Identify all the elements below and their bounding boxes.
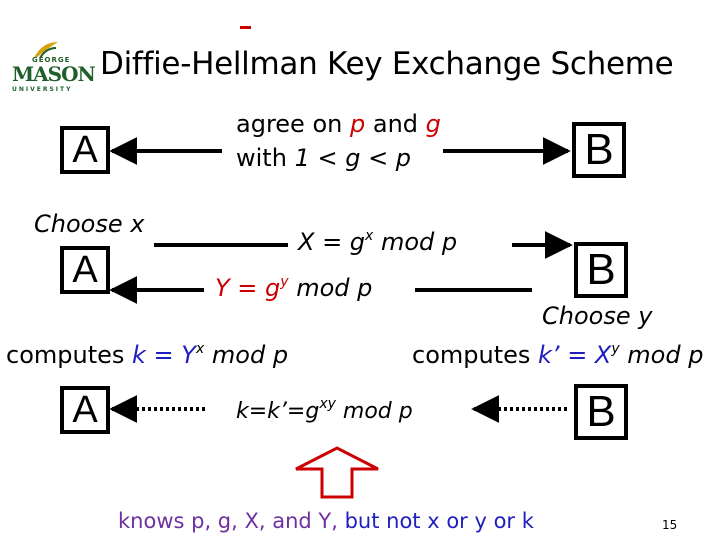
eve-not-knows: but not x or y or k [344, 509, 534, 533]
compute-b-base: k’ = X [538, 341, 612, 369]
party-b-box-2: B [574, 242, 628, 298]
party-a-box-1: A [60, 126, 110, 174]
compute-b-exp: y [611, 341, 620, 357]
g-condition: 1 < g < p [294, 144, 412, 172]
party-b-box-1: B [572, 122, 626, 178]
eavesdropper-up-arrow [295, 446, 379, 499]
message-x-base: X = g [298, 228, 366, 256]
message-y: Y = gy mod p [215, 274, 372, 302]
shared-key: k=k’=gxy mod p [236, 396, 413, 424]
message-y-base: Y = g [215, 274, 281, 302]
agree-line-2: with 1 < g < p [236, 144, 411, 172]
with-word: with [236, 144, 287, 172]
message-x: X = gx mod p [298, 228, 457, 256]
party-a-box-3: A [60, 386, 110, 434]
agree-line-1: agree on p and g [236, 110, 441, 138]
logo-line-mason: MASON [12, 62, 96, 86]
agree-word: agree on [236, 110, 343, 138]
compute-a: computes k = Yx mod p [6, 341, 288, 369]
choose-x-label: Choose x [34, 210, 145, 238]
logo-line-george: GEORGE [32, 56, 71, 64]
compute-b-label: computes [412, 341, 531, 369]
logo-line-university: UNIVERSITY [12, 86, 73, 93]
and-word: and [372, 110, 419, 138]
compute-a-label: computes [6, 341, 125, 369]
laurel-icon [34, 42, 58, 59]
eavesdropper-note: knows p, g, X, and Y, but not x or y or … [118, 509, 534, 533]
compute-a-base: k = Y [132, 341, 196, 369]
shared-key-base: k=k’=g [236, 399, 320, 424]
shared-key-exp: xy [319, 396, 336, 412]
choose-y-label: Choose y [542, 302, 652, 330]
param-p: p [349, 110, 366, 138]
message-y-exp: y [280, 274, 289, 290]
param-g: g [425, 110, 441, 138]
compute-b-mod: mod p [619, 341, 704, 369]
message-x-exp: x [365, 228, 374, 244]
shared-key-mod: mod p [335, 399, 413, 424]
party-a-box-2: A [60, 246, 110, 294]
compute-a-mod: mod p [204, 341, 289, 369]
message-y-mod: mod p [288, 274, 373, 302]
compute-b: computes k’ = Xy mod p [412, 341, 703, 369]
university-logo: GEORGE MASON UNIVERSITY [10, 40, 96, 96]
compute-a-exp: x [195, 341, 205, 357]
page-number: 15 [662, 518, 678, 532]
eve-knows: knows p, g, X, and Y, [118, 509, 338, 533]
slide-title: Diffie-Hellman Key Exchange Scheme [100, 46, 674, 82]
message-x-mod: mod p [373, 228, 458, 256]
title-accent-dash [240, 26, 251, 29]
choose-y-text: Choose y [542, 302, 653, 330]
party-b-box-3: B [574, 384, 628, 440]
